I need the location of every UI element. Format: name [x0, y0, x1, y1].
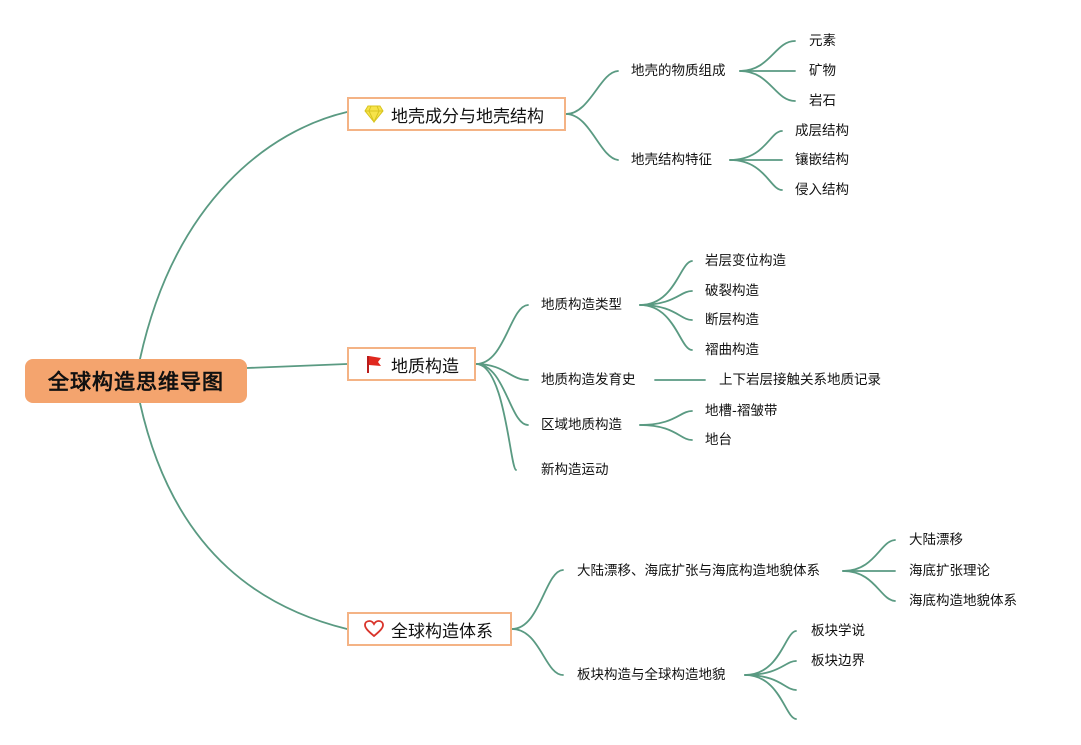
leaf-intrusive[interactable]: 侵入结构 [795, 182, 849, 198]
topic-plate-tectonics[interactable]: 板块构造与全球构造地貌 [577, 667, 726, 683]
leaf-fracture[interactable]: 破裂构造 [705, 283, 759, 299]
leaf-rocks[interactable]: 岩石 [809, 93, 836, 109]
leaf-seafloor-spreading[interactable]: 海底扩张理论 [909, 563, 990, 579]
topic-structure-types[interactable]: 地质构造类型 [541, 297, 622, 313]
leaf-platform[interactable]: 地台 [705, 432, 732, 448]
leaf-plate-boundary[interactable]: 板块边界 [811, 653, 865, 669]
topic-continental-drift[interactable]: 大陆漂移、海底扩张与海底构造地貌体系 [577, 563, 820, 579]
flag-icon [363, 353, 385, 375]
diamond-icon [363, 103, 385, 125]
leaf-elements[interactable]: 元素 [809, 33, 836, 49]
leaf-mosaic[interactable]: 镶嵌结构 [795, 152, 849, 168]
branch-label: 全球构造体系 [391, 621, 493, 642]
heart-icon [363, 618, 385, 640]
leaf-fold[interactable]: 褶曲构造 [705, 342, 759, 358]
leaf-contact-record[interactable]: 上下岩层接触关系地质记录 [719, 372, 881, 388]
branch-node-structure[interactable]: 地质构造 [347, 347, 476, 381]
branch-node-global[interactable]: 全球构造体系 [347, 612, 512, 646]
root-title: 全球构造思维导图 [48, 370, 224, 394]
leaf-plate-theory[interactable]: 板块学说 [811, 623, 865, 639]
leaf-layered[interactable]: 成层结构 [795, 123, 849, 139]
branch-node-crust[interactable]: 地壳成分与地壳结构 [347, 97, 566, 131]
leaf-seafloor-landforms[interactable]: 海底构造地貌体系 [909, 593, 1017, 609]
leaf-fault[interactable]: 断层构造 [705, 312, 759, 328]
topic-structure-history[interactable]: 地质构造发育史 [541, 372, 636, 388]
leaf-geosyncline[interactable]: 地槽-褶皱带 [705, 403, 778, 419]
leaf-drift[interactable]: 大陆漂移 [909, 532, 963, 548]
leaf-minerals[interactable]: 矿物 [809, 63, 836, 79]
topic-crust-composition[interactable]: 地壳的物质组成 [631, 63, 726, 79]
branch-label: 地质构造 [391, 356, 459, 377]
topic-crust-structure[interactable]: 地壳结构特征 [631, 152, 712, 168]
topic-neotectonics[interactable]: 新构造运动 [541, 462, 609, 478]
leaf-deformation[interactable]: 岩层变位构造 [705, 253, 786, 269]
topic-regional-structure[interactable]: 区域地质构造 [541, 417, 622, 433]
root-node[interactable]: 全球构造思维导图 [25, 359, 247, 403]
branch-label: 地壳成分与地壳结构 [391, 106, 544, 127]
